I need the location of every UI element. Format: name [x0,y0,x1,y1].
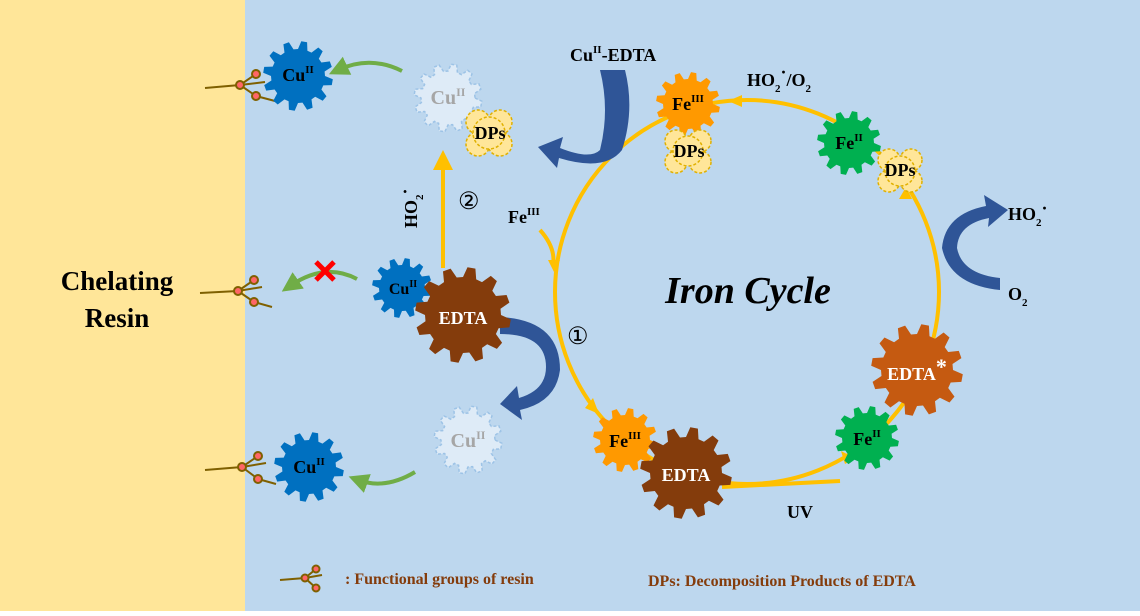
edta-gear-icon [415,267,511,363]
dps-label-right: DPs [885,160,916,180]
o2-to-ho2-blue-arrow [942,195,1008,290]
resin-label-line1: Chelating [61,266,174,296]
dps-label-top: DPs [674,141,705,161]
cu-ghost-gear-icon [413,63,483,133]
cu-label-resin-top: CuII [282,64,314,85]
cu-label-ghost-bottom: CuII [451,428,486,452]
cu-gear-icon [274,432,344,502]
edta-excited-label: EDTA* [887,354,947,384]
cu-label-complex: CuII [389,279,417,298]
cu-edta-label: CuII-EDTA [570,44,656,65]
iron-cycle-title: Iron Cycle [664,270,831,312]
cycle-arrowhead-left [548,260,560,272]
fe-ii-gear-icon [835,406,899,470]
fe-iii-gear-icon [656,72,720,136]
ho2-o2-label: HO2·/O2 [747,62,812,95]
cu-label-resin-bottom: CuII [293,456,325,477]
uv-label: UV [787,502,813,522]
o2-reactant-label: O2 [1008,284,1028,309]
resin-functional-group-icon [199,275,273,308]
legend-functional-groups: : Functional groups of resin [345,571,534,588]
resin-panel [0,0,245,611]
fe-ii-gear-icon [817,111,881,175]
fe-iii-gear-icon [593,408,657,472]
resin-functional-group-icon [204,451,277,485]
green-arrow-bottom [348,470,417,493]
cu-label-ghost-top: CuII [431,85,466,109]
cycle-arrowhead-top [728,95,742,107]
cloud-icon [664,129,712,174]
cu-gear-icon [263,41,333,111]
fe-ii-label-upper: FeII [835,132,863,153]
cu-ghost-gear-icon [433,405,503,475]
edta-label-bottom: EDTA [662,465,711,485]
ho2-product-label: HO2· [1008,198,1048,229]
gear-layer [263,41,963,519]
ho2-vertical-label: HO2· [395,188,426,228]
fe-input-arrow [538,228,556,266]
cu-edta-blue-arrow [538,70,630,168]
step2-marker: ② [458,189,480,215]
fe-ii-label-lower: FeII [853,428,881,449]
edta-gear-icon [640,427,732,519]
uv-arrow [721,479,841,489]
cloud-icon [877,148,923,193]
cycle-arrowhead-lower-left [585,398,599,414]
legend-functional-group-icon [279,564,323,593]
cloud-icon [465,109,513,157]
fe-iii-label-top: FeIII [672,93,704,114]
step1-marker: ① [567,324,589,350]
edta-label-complex: EDTA [439,308,488,328]
fe-iii-label-bottom: FeIII [609,430,641,451]
resin-label-line2: Resin [85,303,150,333]
blocked-x-icon [314,260,336,282]
fe-input-label: FeIII [508,206,540,227]
green-arrow-top [328,56,403,75]
dps-label-ghost: DPs [475,123,506,143]
edta-excited-gear-icon [871,324,963,416]
legend-dps-definition: DPs: Decomposition Products of EDTA [648,573,916,590]
resin-functional-group-icon [204,69,276,102]
step1-blue-arrow [500,317,560,420]
cycle-arrowhead-right [899,187,912,199]
